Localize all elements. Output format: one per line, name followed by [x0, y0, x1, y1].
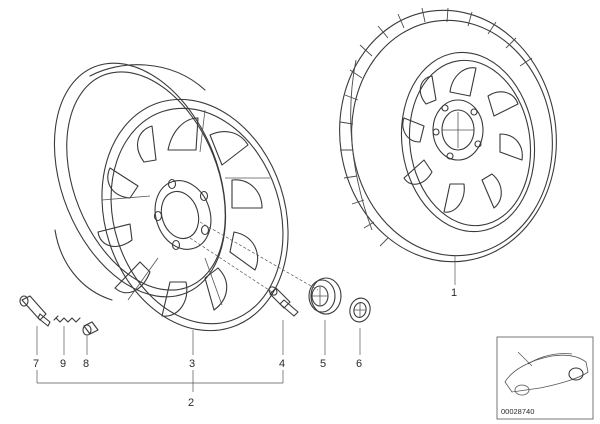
- callout-6: 6: [356, 358, 362, 370]
- leader-lines: [36, 255, 456, 392]
- callout-1: 1: [451, 287, 457, 299]
- complete-wheel-drawing: [339, 7, 557, 263]
- inset-image-code: 00028740: [501, 407, 534, 416]
- wheel-bolt-part: [268, 286, 299, 317]
- callout-2: 2: [188, 397, 194, 409]
- vehicle-inset: 00028740: [496, 336, 594, 420]
- callout-7: 7: [33, 358, 39, 370]
- callout-4: 4: [279, 358, 285, 370]
- hub-cap-part: [308, 277, 342, 315]
- valve-cap-part: [82, 321, 99, 336]
- valve-core-part: [53, 315, 81, 323]
- alloy-rim-drawing: [53, 62, 289, 332]
- callout-3: 3: [189, 358, 195, 370]
- callout-5: 5: [320, 358, 326, 370]
- callout-8: 8: [83, 358, 89, 370]
- emblem-part: [349, 297, 371, 323]
- callout-9: 9: [60, 358, 66, 370]
- valve-part: [19, 295, 51, 327]
